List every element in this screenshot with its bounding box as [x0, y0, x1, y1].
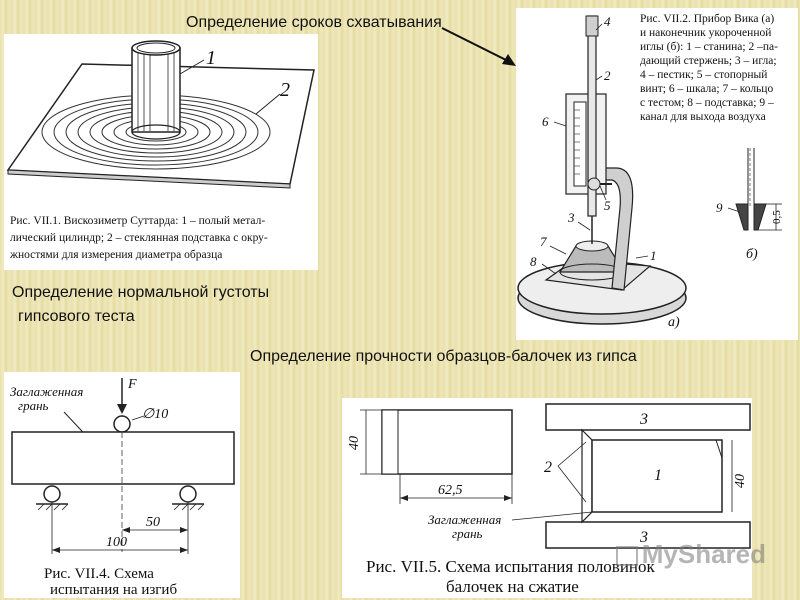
fig4-dim-50: 50 [146, 515, 160, 530]
presentation-icon [615, 546, 638, 567]
watermark-logo: MyShared [615, 539, 766, 570]
vicat-callout-6: 6 [542, 114, 549, 129]
fig5-callout-3-top: 3 [639, 411, 648, 428]
vicat-callout-3: 3 [567, 210, 575, 225]
vicat-callout-7: 7 [540, 234, 547, 249]
vicat-callout-2: 2 [604, 68, 611, 83]
fig4-smoothed-face-line1: Заглаженная [10, 384, 83, 399]
fig5-caption-line1: Рис. VII.5. Схема испытания половинок [366, 557, 656, 576]
suttard-viscometer-drawing: 1 2 Рис. VII.1. Вискозиметр Суттарда: 1 … [6, 40, 315, 261]
fig1-callout-1: 1 [206, 47, 216, 69]
vicat-detail-dim: 0,5 [771, 210, 783, 224]
vicat-callout-4: 4 [604, 14, 611, 29]
fig4-caption-line1: Рис. VII.4. Схема [44, 566, 154, 582]
vicat-caption-line7: с тестом; 8 – подставка; 9 – [640, 97, 774, 109]
bending-test-drawing: Заглаженная грань F ∅10 50 100 Р [10, 377, 235, 598]
vicat-callout-8: 8 [530, 254, 537, 269]
figure-bending-test: Заглаженная грань F ∅10 50 100 Р [4, 372, 240, 598]
fig5-caption-line2: балочек на сжатие [446, 577, 579, 596]
fig5-dim-40-right: 40 [733, 474, 748, 488]
fig4-force-label: F [127, 377, 137, 392]
vicat-label-b: б) [746, 247, 758, 262]
vicat-caption-line3: иглы (б): 1 – станина; 2 –па- [640, 41, 778, 53]
vicat-detail-callout-9: 9 [716, 200, 723, 215]
vicat-callout-5: 5 [604, 198, 611, 213]
fig4-smoothed-face-line2: грань [18, 398, 49, 413]
watermark-text: MyShared [641, 539, 766, 569]
figure-vicat-apparatus: 4 2 6 5 3 7 8 1 а) 9 0,5 б) Рис. VII.2. … [516, 8, 798, 340]
vicat-caption-line5: 4 – пестик; 5 – стопорный [640, 69, 767, 81]
vicat-caption-line2: и наконечник укороченной [640, 27, 771, 39]
vicat-caption-line6: винт; 6 – шкала; 7 – кольцо [640, 83, 773, 95]
vicat-label-a: а) [668, 315, 680, 330]
vicat-caption-line4: дающий стержень; 3 – игла; [640, 55, 777, 67]
vicat-caption-line8: канал для выхода воздуха [640, 111, 766, 123]
vicat-callout-1: 1 [650, 248, 657, 263]
fig1-callout-2: 2 [280, 79, 290, 101]
fig4-diameter-label: ∅10 [142, 407, 168, 422]
fig5-callout-2: 2 [544, 459, 552, 476]
fig1-caption-line1: Рис. VII.1. Вискозиметр Суттарда: 1 – по… [10, 215, 265, 227]
fig5-callout-1: 1 [654, 467, 662, 484]
pointer-arrow [441, 27, 516, 66]
fig5-callout-3-bottom: 3 [639, 529, 648, 546]
compression-test-drawing: 40 62,5 3 3 1 2 40 Заглаженная грань Рис… [347, 403, 751, 596]
normal-consistency-label-line2: гипсового теста [18, 308, 135, 325]
fig4-caption-line2: испытания на изгиб [50, 582, 177, 598]
figure-suttard-viscometer: 1 2 Рис. VII.1. Вискозиметр Суттарда: 1 … [4, 34, 318, 270]
fig1-caption-line3: жностями для измерения диаметра образца [9, 249, 222, 261]
normal-consistency-label-line1: Определение нормальной густоты [12, 284, 270, 301]
fig4-dim-100: 100 [106, 535, 127, 550]
beam-strength-label: Определение прочности образцов-балочек и… [250, 348, 637, 365]
vicat-caption-line1: Рис. VII.2. Прибор Вика (а) [640, 13, 774, 25]
fig5-dim-625: 62,5 [438, 483, 463, 498]
fig1-caption-line2: лический цилиндр; 2 – стеклянная подстав… [10, 232, 268, 244]
figure-compression-test: 40 62,5 3 3 1 2 40 Заглаженная грань Рис… [342, 398, 752, 598]
setting-time-label: Определение сроков схватывания [186, 14, 442, 31]
fig5-smoothed-face-line1: Заглаженная [428, 512, 501, 527]
vicat-apparatus-drawing: 4 2 6 5 3 7 8 1 а) 9 0,5 б) Рис. VII.2. … [517, 13, 783, 330]
fig5-smoothed-face-line2: грань [452, 526, 483, 541]
fig5-dim-40-left: 40 [347, 436, 362, 450]
